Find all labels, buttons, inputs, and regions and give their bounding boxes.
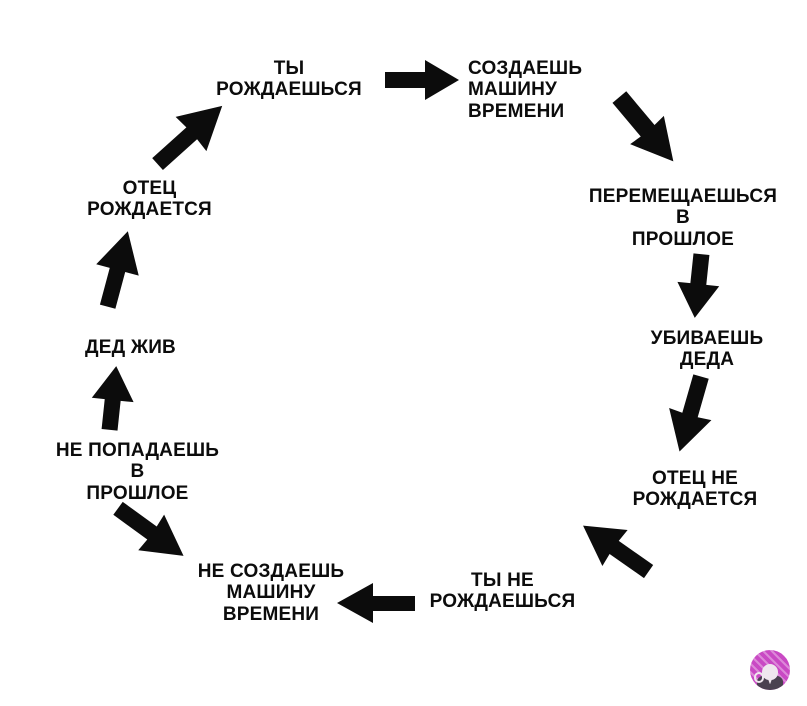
arrow-up-icon (88, 362, 139, 432)
watermark-head (762, 663, 778, 680)
arrow-up-left-icon (105, 490, 200, 577)
arrow-down-left-icon (568, 506, 662, 591)
node-otets-ne-rozhdaetsya: ОТЕЦ НЕ РОЖДАЕТСЯ (632, 468, 758, 511)
node-ded-zhiv: ДЕД ЖИВ (85, 337, 176, 358)
watermark-logo (750, 650, 790, 690)
arrow-up-right-icon (141, 86, 240, 182)
node-peremeshchaeshsya-v-proshloe: ПЕРЕМЕЩАЕШЬСЯ В ПРОШЛОЕ (588, 186, 778, 250)
node-ubivaesh-deda: УБИВАЕШЬ ДЕДА (650, 328, 764, 371)
arrow-left-icon (335, 580, 415, 626)
node-ty-ne-rozhdaeshsya: ТЫ НЕ РОЖДАЕШЬСЯ (429, 570, 576, 613)
node-ty-rozhdaeshsya: ТЫ РОЖДАЕШЬСЯ (216, 58, 362, 101)
node-otets-rozhdaetsya: ОТЕЦ РОЖДАЕТСЯ (87, 178, 212, 221)
node-ne-popadaesh-v-proshloe: НЕ ПОПАДАЕШЬ В ПРОШЛОЕ (55, 440, 220, 504)
arrow-down-right-icon (603, 83, 692, 177)
arrow-up-icon (85, 223, 150, 312)
arrow-down-icon (657, 370, 723, 460)
arrow-down-icon (673, 252, 724, 322)
node-sozdaesh-mashinu-vremeni: СОЗДАЕШЬ МАШИНУ ВРЕМЕНИ (468, 58, 583, 122)
arrow-right-icon (385, 58, 461, 102)
watermark-glass (754, 672, 765, 683)
watermark-collar (766, 675, 774, 685)
node-ne-sozdaesh-mashinu-vremeni: НЕ СОЗДАЕШЬ МАШИНУ ВРЕМЕНИ (197, 561, 345, 625)
